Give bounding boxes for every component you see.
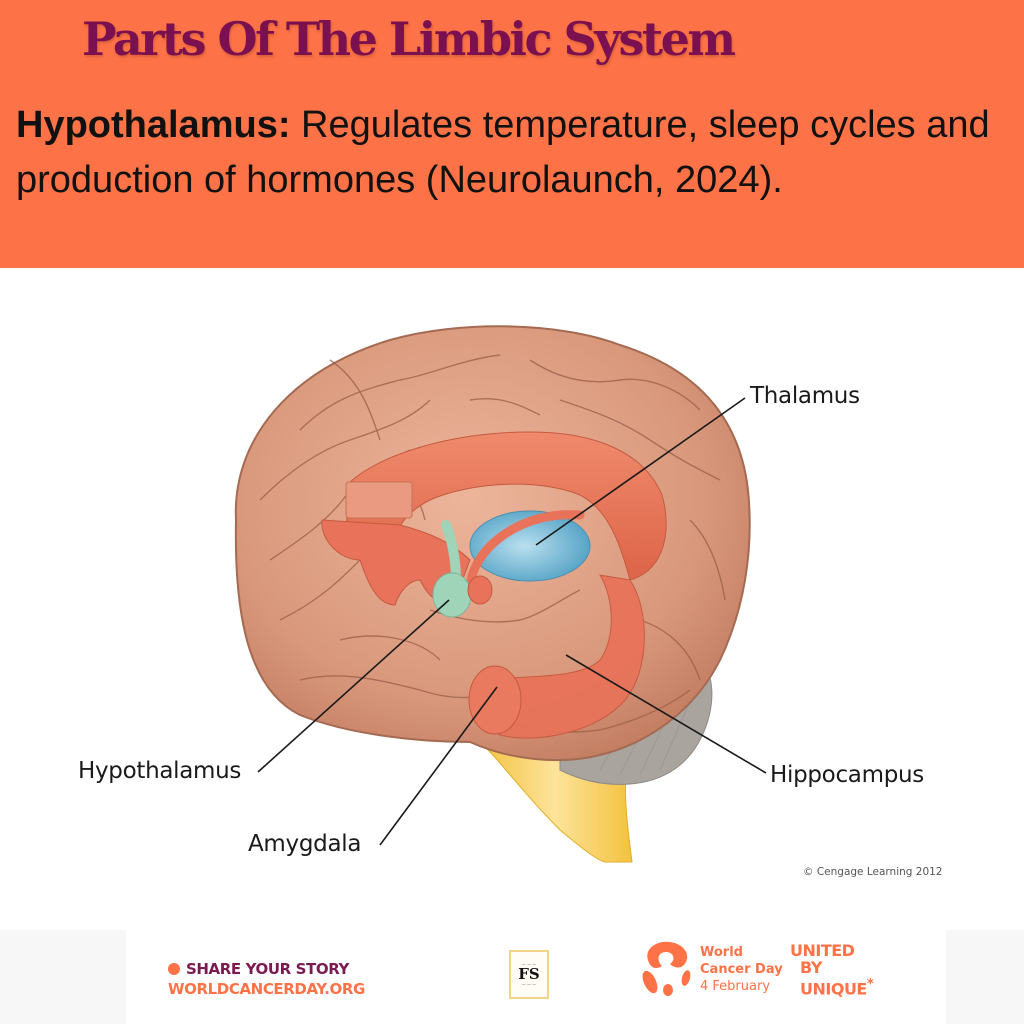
hippocampus-leader xyxy=(565,654,767,774)
world-cancer-day-text: World Cancer Day 4 February xyxy=(700,944,783,995)
label-hippocampus: Hippocampus xyxy=(770,762,924,788)
definition-term: Hypothalamus: xyxy=(16,104,291,146)
slogan-line-3: UNIQUE xyxy=(800,979,867,999)
thalamus-leader xyxy=(535,397,746,546)
brain-illustration xyxy=(234,325,767,863)
fornix-arc xyxy=(344,431,667,581)
page-title: Parts Of The Limbic System xyxy=(82,12,736,66)
definition-body: Regulates temperature, sleep cycles and … xyxy=(16,104,990,201)
amygdala-leader xyxy=(379,686,498,846)
wcd-line-2: Cancer Day xyxy=(700,962,783,977)
badge-top-rule: — — — xyxy=(521,962,537,967)
share-your-story-block: SHARE YOUR STORY WORLDCANCERDAY.ORG xyxy=(168,959,365,999)
slogan-line-1: UNITED xyxy=(790,941,855,960)
world-cancer-day-logo-icon xyxy=(642,941,691,996)
fs-badge-logo: — — — FS — — — xyxy=(509,950,549,999)
image-credit: © Cengage Learning 2012 xyxy=(803,866,943,878)
share-story-text: SHARE YOUR STORY xyxy=(186,960,349,978)
slogan-line-2: BY xyxy=(800,958,822,977)
label-hypothalamus: Hypothalamus xyxy=(78,758,242,784)
amygdala-structure xyxy=(468,665,522,735)
slogan-mark: * xyxy=(866,977,874,992)
hypothalamus-leader xyxy=(257,599,450,773)
anterior-commissure-block xyxy=(345,481,413,519)
bullet-dot-icon xyxy=(168,963,180,975)
label-amygdala: Amygdala xyxy=(248,831,362,857)
brain-diagram: Thalamus Hypothalamus Amygdala Hippocamp… xyxy=(0,268,1024,930)
leader-lines xyxy=(257,397,767,846)
mammillary-body xyxy=(467,575,493,605)
united-by-unique-slogan: UNITED BY UNIQUE* xyxy=(790,941,874,999)
label-thalamus: Thalamus xyxy=(750,383,860,409)
wcd-line-1: World xyxy=(700,945,743,960)
header-banner: Parts Of The Limbic System Hypothalamus:… xyxy=(0,0,1024,268)
website-link[interactable]: WORLDCANCERDAY.ORG xyxy=(168,980,365,998)
badge-initials: FS xyxy=(518,965,540,983)
hypothalamus-structure xyxy=(432,572,472,618)
stria-terminalis xyxy=(465,510,585,595)
badge-bottom-rule: — — — xyxy=(521,982,537,987)
wcd-date: 4 February xyxy=(700,979,771,994)
definition-text: Hypothalamus: Regulates temperature, sle… xyxy=(16,98,1006,208)
